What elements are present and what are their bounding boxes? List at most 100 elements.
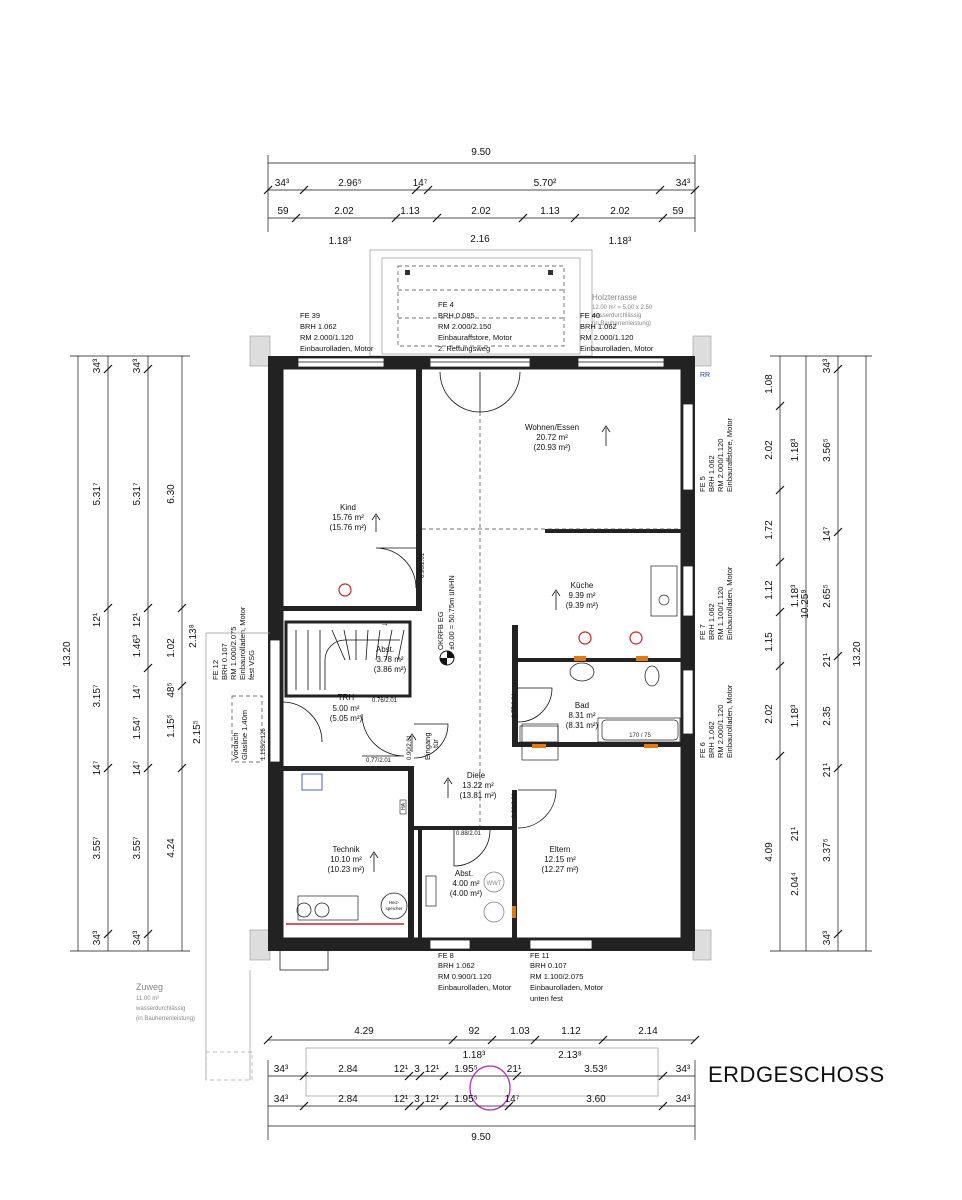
svg-text:0.88/2.01: 0.88/2.01 — [456, 831, 482, 837]
svg-text:21¹: 21¹ — [790, 826, 801, 841]
svg-text:5.00 m²: 5.00 m² — [332, 704, 359, 713]
svg-text:fest VSG: fest VSG — [247, 650, 256, 680]
room-diele: Diele 13.22 m² (13.81 m²) — [460, 771, 497, 800]
windows — [269, 357, 694, 950]
svg-text:5.31⁷: 5.31⁷ — [132, 482, 143, 505]
svg-text:BRH 1.062: BRH 1.062 — [707, 721, 716, 758]
svg-text:0.90/2.01: 0.90/2.01 — [512, 792, 518, 818]
svg-text:2.65⁵: 2.65⁵ — [822, 584, 833, 608]
svg-text:0.90/2.01: 0.90/2.01 — [407, 734, 413, 760]
svg-text:2.84: 2.84 — [338, 1094, 358, 1105]
dim-top-r3-a: 1.18³ — [329, 236, 352, 247]
room-labels: Kind 15.76 m² (15.76 m²) Wohnen/Essen 20… — [328, 423, 599, 898]
svg-text:1.72: 1.72 — [764, 520, 775, 540]
svg-text:Wohnen/Essen: Wohnen/Essen — [525, 423, 579, 432]
svg-text:1.15⁵: 1.15⁵ — [166, 714, 177, 738]
dim-top-overall: 9.50 — [471, 147, 491, 158]
svg-text:13.22 m²: 13.22 m² — [462, 781, 494, 790]
svg-text:Einbauraffstore, Motor: Einbauraffstore, Motor — [725, 417, 734, 492]
svg-text:6.30: 6.30 — [166, 484, 177, 504]
svg-text:8.31 m²: 8.31 m² — [568, 711, 595, 720]
svg-text:21¹: 21¹ — [822, 762, 833, 777]
dim-top-r1-e: 34³ — [676, 178, 691, 189]
svg-text:FE 6: FE 6 — [698, 742, 707, 758]
svg-text:1.18³: 1.18³ — [463, 1050, 486, 1061]
svg-text:5.31⁷: 5.31⁷ — [92, 482, 103, 505]
svg-text:12¹: 12¹ — [425, 1064, 440, 1075]
svg-text:RM 0.900/1.120: RM 0.900/1.120 — [438, 972, 491, 981]
svg-text:34³: 34³ — [822, 930, 833, 945]
svg-text:4.09: 4.09 — [764, 842, 775, 862]
svg-text:2.02: 2.02 — [764, 704, 775, 724]
svg-text:0.77/2.01: 0.77/2.01 — [512, 692, 518, 718]
svg-text:48⁵: 48⁵ — [166, 682, 177, 697]
svg-text:34³: 34³ — [92, 930, 103, 945]
fe39-l2: BRH 1.062 — [300, 322, 337, 331]
svg-text:FE 5: FE 5 — [698, 476, 707, 492]
svg-text:1.02: 1.02 — [166, 638, 177, 658]
dim-top-r2-g: 59 — [672, 206, 684, 217]
dimensions-left: 13.20 34³ 5.31⁷ 12¹ 3.15⁷ 14⁷ 3.55⁷ 34³ … — [62, 355, 203, 952]
svg-text:3.55⁷: 3.55⁷ — [92, 836, 103, 859]
svg-text:34³: 34³ — [274, 1094, 289, 1105]
svg-text:unten fest: unten fest — [530, 994, 564, 1003]
svg-text:9.39 m²: 9.39 m² — [568, 591, 595, 600]
svg-text:BRH 0.107: BRH 0.107 — [530, 961, 567, 970]
svg-text:Eingang: Eingang — [423, 732, 432, 760]
room-bad: Bad 8.31 m² (8.31 m²) — [566, 701, 599, 730]
drawing-title: ERDGESCHOSS — [708, 1062, 885, 1087]
svg-text:Diele: Diele — [467, 771, 486, 780]
svg-text:1.95⁵: 1.95⁵ — [454, 1064, 478, 1075]
svg-text:2.04⁴: 2.04⁴ — [790, 872, 801, 896]
svg-text:15.76 m²: 15.76 m² — [332, 513, 364, 522]
svg-text:RM 1.100/2.075: RM 1.100/2.075 — [530, 972, 583, 981]
svg-text:9.50: 9.50 — [471, 1132, 491, 1143]
svg-text:13.20: 13.20 — [62, 641, 73, 666]
svg-text:Zuweg: Zuweg — [136, 982, 163, 992]
terrace-name: Holzterrasse — [592, 293, 637, 302]
dimensions-right: 1.08 2.02 1.72 1.12 1.15 2.02 4.09 1.18³… — [764, 355, 872, 952]
room-kind: Kind 15.76 m² (15.76 m²) — [330, 503, 367, 532]
wwt-label: WWT — [487, 881, 502, 887]
fixtures: 90 / 90 170 / 75 Heiz- speicher HA WWT — [279, 565, 681, 971]
svg-text:(10.23 m²): (10.23 m²) — [328, 865, 365, 874]
svg-text:34³: 34³ — [92, 358, 103, 373]
room-technik: Technik 10.10 m² (10.23 m²) — [328, 845, 365, 874]
svg-text:BRH 0.107: BRH 0.107 — [220, 643, 229, 680]
svg-text:(in Bauherrenleistung): (in Bauherrenleistung) — [136, 1016, 195, 1022]
svg-text:(20.93 m²): (20.93 m²) — [534, 443, 571, 452]
dim-top-r2-f: 2.02 — [610, 206, 630, 217]
svg-text:20.72 m²: 20.72 m² — [536, 433, 568, 442]
window-labels-top: FE 39 BRH 1.062 RM 2.000/1.120 Einbaurol… — [300, 300, 654, 353]
svg-text:Küche: Küche — [571, 581, 594, 590]
svg-text:3: 3 — [414, 1094, 420, 1105]
svg-text:1.18³: 1.18³ — [790, 704, 801, 727]
dim-top-r2-c: 1.13 — [400, 206, 420, 217]
svg-text:10.25⁹: 10.25⁹ — [800, 589, 811, 618]
markers: RR — [338, 372, 710, 666]
dim-top-r1-b: 2.96⁵ — [338, 178, 362, 189]
svg-text:(13.81 m²): (13.81 m²) — [460, 791, 497, 800]
staircase: → — [295, 618, 405, 690]
svg-text:Vordach: Vordach — [231, 732, 240, 760]
svg-text:2.35: 2.35 — [822, 706, 833, 726]
svg-text:RM 2.000/1.120: RM 2.000/1.120 — [716, 439, 725, 492]
dim-top-r2-a: 59 — [277, 206, 289, 217]
svg-text:3.37⁵: 3.37⁵ — [822, 838, 833, 862]
svg-text:3.78 m²: 3.78 m² — [376, 655, 403, 664]
svg-text:RM 1.000/2.075: RM 1.000/2.075 — [229, 627, 238, 680]
svg-text:FE 11: FE 11 — [530, 951, 549, 960]
window-labels-bottom: FE 8 BRH 1.062 RM 0.900/1.120 Einbauroll… — [438, 951, 604, 1003]
svg-text:14⁷: 14⁷ — [132, 760, 143, 775]
svg-text:FE 8: FE 8 — [438, 951, 454, 960]
svg-text:BRH 1.062: BRH 1.062 — [707, 455, 716, 492]
dim-top-r2-b: 2.02 — [334, 206, 354, 217]
svg-text:0.76/2.01: 0.76/2.01 — [372, 698, 398, 704]
fe4-l2: BRH 0.085 — [438, 311, 475, 320]
svg-text:11.00 m²: 11.00 m² — [136, 996, 159, 1002]
dim-top-r2-d: 2.02 — [471, 206, 491, 217]
svg-text:3: 3 — [414, 1064, 420, 1075]
svg-text:2.84: 2.84 — [338, 1064, 358, 1075]
dim-top-r1-d: 5.70² — [534, 178, 557, 189]
room-wohnen: Wohnen/Essen 20.72 m² (20.93 m²) — [525, 423, 579, 452]
